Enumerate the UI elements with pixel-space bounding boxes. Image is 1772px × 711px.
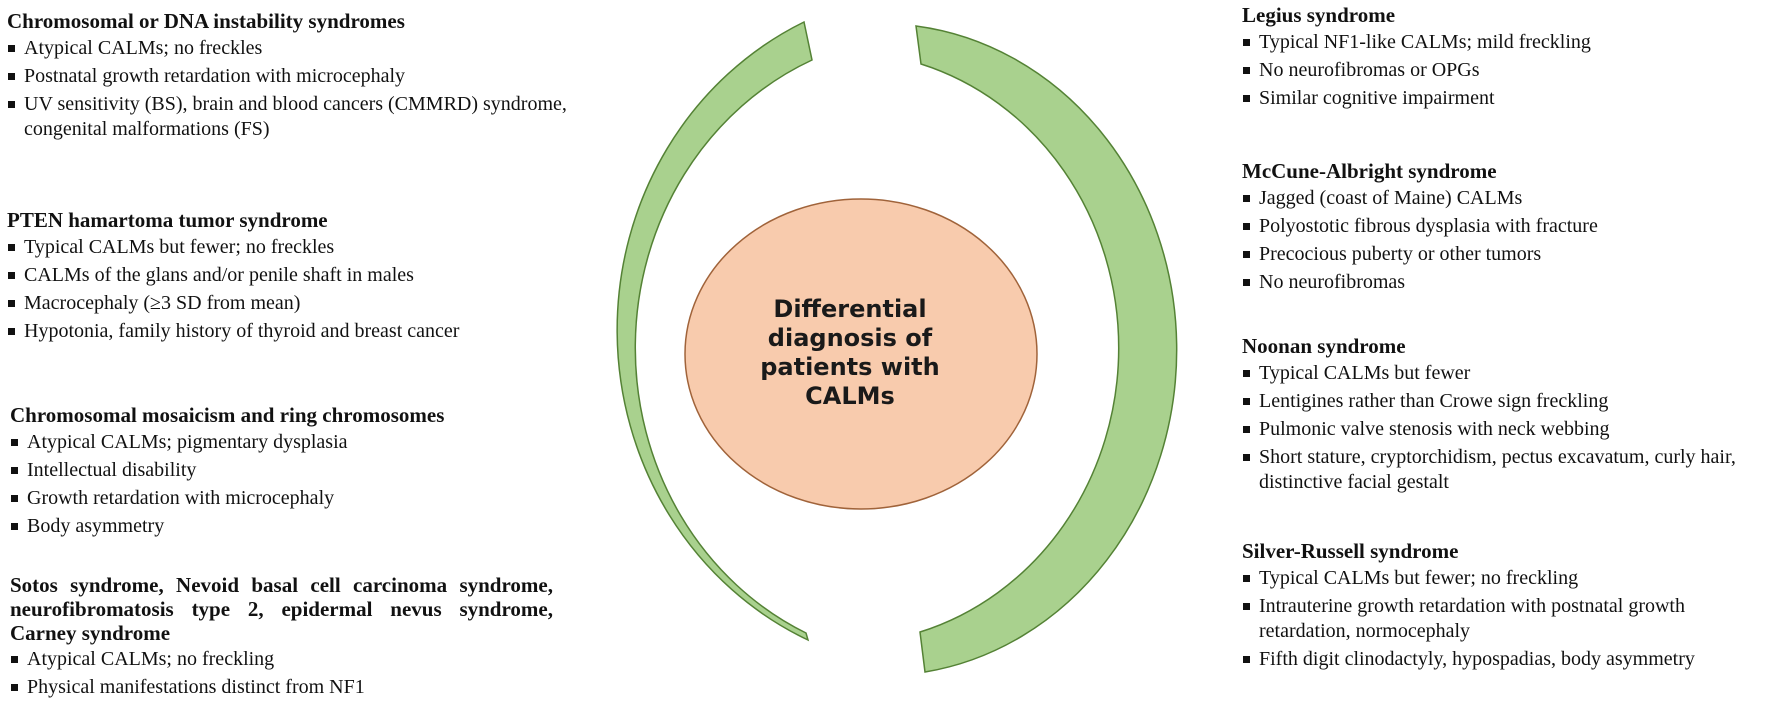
feature-item: Typical CALMs but fewer; no freckles	[7, 235, 567, 260]
feature-item: Typical NF1-like CALMs; mild freckling	[1242, 30, 1762, 55]
center-ellipse	[684, 198, 1038, 510]
feature-item: Precocious puberty or other tumors	[1242, 242, 1762, 267]
center-title-line: Differential	[773, 295, 927, 323]
feature-list: Atypical CALMs; no freckles Postnatal gr…	[7, 36, 567, 142]
feature-item: Polyostotic fibrous dysplasia with fract…	[1242, 214, 1762, 239]
feature-item: Growth retardation with microcephaly	[10, 486, 570, 511]
syndrome-heading: McCune-Albright syndrome	[1242, 159, 1497, 183]
feature-list: Typical CALMs but fewer Lentigines rathe…	[1242, 361, 1762, 495]
feature-item: Pulmonic valve stenosis with neck webbin…	[1242, 417, 1762, 442]
feature-item: Physical manifestations distinct from NF…	[10, 675, 553, 700]
syndrome-heading: Noonan syndrome	[1242, 334, 1406, 358]
right-arc-bracket	[915, 25, 1178, 673]
syndrome-group-pten-hamartoma: PTEN hamartoma tumor syndrome Typical CA…	[7, 207, 567, 347]
feature-item: Fifth digit clinodactyly, hypospadias, b…	[1242, 647, 1762, 672]
feature-list: Typical CALMs but fewer; no freckles CAL…	[7, 235, 567, 344]
center-title-line: diagnosis of	[767, 324, 933, 352]
syndrome-group-mccune-albright: McCune-Albright syndrome Jagged (coast o…	[1242, 158, 1762, 298]
feature-item: Macrocephaly (≥3 SD from mean)	[7, 291, 567, 316]
feature-list: Atypical CALMs; no freckling Physical ma…	[10, 647, 553, 700]
feature-item: No neurofibromas	[1242, 270, 1762, 295]
syndrome-heading: Legius syndrome	[1242, 3, 1396, 27]
feature-list: Typical NF1-like CALMs; mild freckling N…	[1242, 30, 1762, 111]
feature-item: Atypical CALMs; no freckling	[10, 647, 553, 672]
feature-list: Atypical CALMs; pigmentary dysplasia Int…	[10, 430, 570, 539]
syndrome-group-chromosomal-mosaicism: Chromosomal mosaicism and ring chromosom…	[10, 402, 570, 542]
feature-item: Atypical CALMs; pigmentary dysplasia	[10, 430, 570, 455]
syndrome-heading: PTEN hamartoma tumor syndrome	[7, 208, 328, 232]
syndrome-group-legius: Legius syndrome Typical NF1-like CALMs; …	[1242, 2, 1762, 114]
syndrome-group-sotos-and-others: Sotos syndrome, Nevoid basal cell carcin…	[10, 573, 553, 703]
syndrome-heading: Silver-Russell syndrome	[1242, 539, 1459, 563]
feature-list: Jagged (coast of Maine) CALMs Polyostoti…	[1242, 186, 1762, 295]
feature-item: Typical CALMs but fewer; no freckling	[1242, 566, 1762, 591]
syndrome-group-silver-russell: Silver-Russell syndrome Typical CALMs bu…	[1242, 538, 1762, 675]
syndrome-heading: Chromosomal mosaicism and ring chromosom…	[10, 403, 445, 427]
feature-item: Postnatal growth retardation with microc…	[7, 64, 567, 89]
feature-item: No neurofibromas or OPGs	[1242, 58, 1762, 83]
syndrome-group-chromosomal-dna-instability: Chromosomal or DNA instability syndromes…	[7, 8, 567, 145]
left-arc-bracket	[616, 20, 813, 642]
feature-item: Similar cognitive impairment	[1242, 86, 1762, 111]
feature-item: CALMs of the glans and/or penile shaft i…	[7, 263, 567, 288]
feature-item: Short stature, cryptorchidism, pectus ex…	[1242, 445, 1762, 495]
feature-item: Hypotonia, family history of thyroid and…	[7, 319, 567, 344]
center-title-line: patients with	[760, 353, 940, 381]
feature-item: Intrauterine growth retardation with pos…	[1242, 594, 1762, 644]
feature-list: Typical CALMs but fewer; no freckling In…	[1242, 566, 1762, 672]
feature-item: Lentigines rather than Crowe sign freckl…	[1242, 389, 1762, 414]
feature-item: Jagged (coast of Maine) CALMs	[1242, 186, 1762, 211]
syndrome-heading: Chromosomal or DNA instability syndromes	[7, 9, 405, 33]
syndrome-group-noonan: Noonan syndrome Typical CALMs but fewer …	[1242, 333, 1762, 498]
feature-item: Intellectual disability	[10, 458, 570, 483]
feature-item: Typical CALMs but fewer	[1242, 361, 1762, 386]
syndrome-heading: Sotos syndrome, Nevoid basal cell carcin…	[10, 573, 553, 645]
feature-item: Body asymmetry	[10, 514, 570, 539]
center-title: Differential diagnosis of patients with …	[700, 295, 1000, 411]
feature-item: Atypical CALMs; no freckles	[7, 36, 567, 61]
center-title-line: CALMs	[805, 382, 895, 410]
feature-item: UV sensitivity (BS), brain and blood can…	[7, 92, 567, 142]
